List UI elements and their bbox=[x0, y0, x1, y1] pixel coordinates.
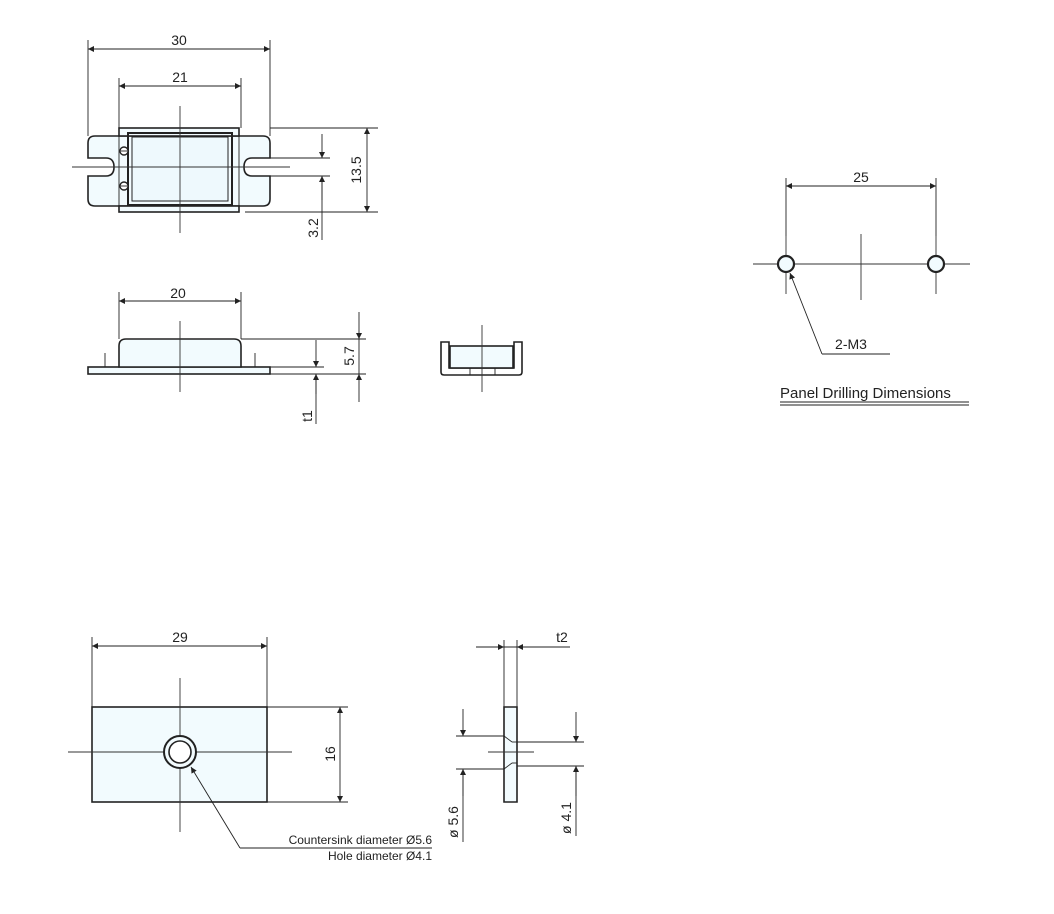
plate-side-body bbox=[503, 706, 518, 803]
dim-25-label: 25 bbox=[853, 169, 869, 185]
hole-icon bbox=[168, 740, 192, 764]
dim-5-7-label: 5.7 bbox=[341, 346, 357, 366]
dim-30-label: 30 bbox=[171, 32, 187, 48]
panel-drilling: 25 2-M3 Panel Drilling Dimensions bbox=[753, 169, 970, 406]
drill-hole-icon bbox=[926, 254, 946, 274]
drill-hole-icon bbox=[776, 254, 796, 274]
dim-16-label: 16 bbox=[322, 746, 338, 762]
side-view-base bbox=[87, 366, 271, 375]
dim-29-label: 29 bbox=[172, 629, 188, 645]
end-view bbox=[440, 325, 523, 392]
hole-note: Hole diameter Ø4.1 bbox=[328, 849, 432, 863]
drill-holes-label: 2-M3 bbox=[835, 336, 867, 352]
plate-side-view: t2 ø 5.6 ø 4.1 bbox=[445, 629, 584, 842]
dim-3-2-label: 3.2 bbox=[305, 218, 321, 238]
top-view-body-bottom bbox=[118, 205, 240, 213]
end-view-magnet bbox=[449, 345, 514, 369]
dim-21-label: 21 bbox=[172, 69, 188, 85]
side-view: 20 5.7 t1 bbox=[87, 285, 366, 424]
dim-t2-label: t2 bbox=[556, 629, 568, 645]
countersink-note: Countersink diameter Ø5.6 bbox=[289, 833, 433, 847]
dim-hole-dia-label: ø 4.1 bbox=[558, 802, 574, 834]
panel-drilling-caption: Panel Drilling Dimensions bbox=[780, 385, 951, 402]
top-view: 30 21 13.5 3.2 bbox=[72, 32, 378, 240]
plate-front-view: 29 16 Countersink diameter Ø5.6 Hole dia… bbox=[68, 629, 432, 863]
dim-13-5-label: 13.5 bbox=[348, 156, 364, 183]
dim-20-label: 20 bbox=[170, 285, 186, 301]
dim-t1-label: t1 bbox=[299, 410, 315, 422]
dim-cs-dia-label: ø 5.6 bbox=[445, 806, 461, 838]
